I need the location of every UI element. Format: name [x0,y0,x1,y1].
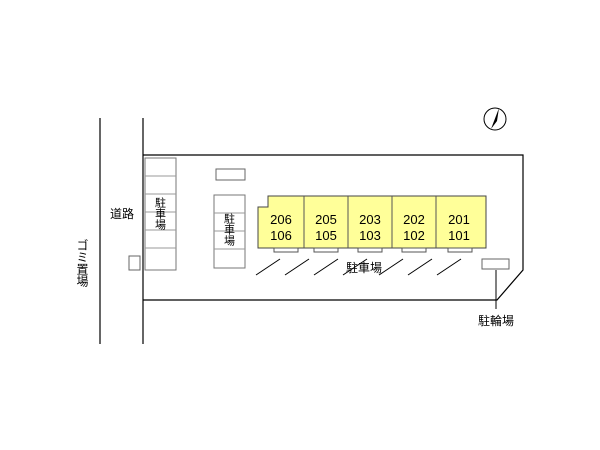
parking-bay-line [378,258,404,276]
unit-102-label: 102 [403,228,425,243]
parking-bay-line [313,258,339,276]
building-entry [447,247,473,253]
parking-bay-lines [255,258,462,276]
north-arrow-icon [483,107,507,131]
building-outline [257,195,487,249]
bicycle-parking-box [481,258,510,270]
site-boundary [143,154,524,301]
unit-101-label: 101 [448,228,470,243]
building: 206 106 205 105 203 103 202 102 201 101 [257,195,487,253]
building-entry [313,247,339,253]
parking-left-label-text: 駐車場 [154,196,167,231]
unit-201-label: 201 [448,212,470,227]
unit-206-label: 206 [270,212,292,227]
parking-area-left-box [144,157,177,271]
building-entry [401,247,427,253]
parking-bay-line [284,258,310,276]
unit-103-label: 103 [359,228,381,243]
parking-bay-line [436,258,462,276]
parking-bottom-label-text: 駐車場 [346,260,382,275]
unit-105-label: 105 [315,228,337,243]
road [99,118,144,344]
road-label-text: 道路 [110,206,134,221]
parking-bay-line [342,258,368,276]
building-entry [357,247,383,253]
bicycle-parking-label-text: 駐輪場 [478,313,514,328]
bicycle-parking-label: 駐輪場 [478,313,514,328]
north-arrow-pointer [491,108,499,129]
road-label: 道路 [110,206,134,221]
parking-mid-label-text: 駐車場 [223,212,236,247]
garbage-box [128,255,141,271]
north-arrow-circle [483,107,507,131]
parking-bottom-label: 駐車場 [346,260,382,275]
unit-202-label: 202 [403,212,425,227]
parking-left-label: 駐車場 [154,196,167,231]
parking-mid-label: 駐車場 [223,212,236,247]
unit-106-label: 106 [270,228,292,243]
parking-bay-line [255,258,281,276]
parking-area-middle [213,194,246,269]
unit-205-label: 205 [315,212,337,227]
unit-203-label: 203 [359,212,381,227]
storage-box [215,168,246,181]
parking-bay-line [407,258,433,276]
parking-area-left [144,157,177,271]
building-entry [273,247,299,253]
garbage-label-text: ゴミ置場 [75,238,89,288]
garbage-label: ゴミ置場 [75,238,89,288]
